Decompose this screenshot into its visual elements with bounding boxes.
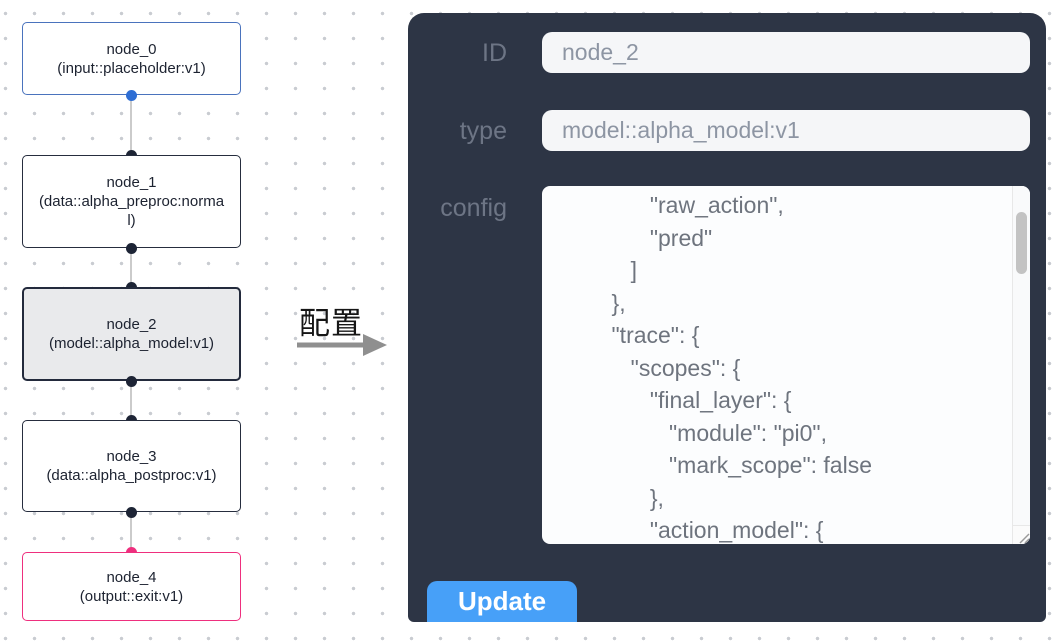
flow-node-model-selected[interactable]: node_2 (model::alpha_model:v1) xyxy=(22,287,241,381)
port-node1-out[interactable] xyxy=(125,242,137,254)
id-field-label: ID xyxy=(482,39,507,67)
edge-node1-node2 xyxy=(130,248,132,287)
node-title: node_4 xyxy=(106,568,157,586)
node-subtitle: (data::alpha_preproc:normal) xyxy=(38,193,225,229)
node-title: node_1 xyxy=(106,174,157,191)
update-button[interactable]: Update xyxy=(427,581,577,622)
resize-grip-icon xyxy=(1019,533,1030,544)
edge-node2-node3 xyxy=(130,381,132,420)
type-field-label: type xyxy=(459,117,507,145)
config-textarea[interactable]: "raw_action", "pred" ] }, "trace": { "sc… xyxy=(542,186,1030,544)
configure-label: 配置 xyxy=(299,306,363,341)
right-arrow-icon xyxy=(297,334,387,356)
config-scrollbar-thumb[interactable] xyxy=(1016,212,1027,274)
node-subtitle: (model::alpha_model:v1) xyxy=(48,335,215,352)
node-title: node_3 xyxy=(106,448,157,465)
port-node2-out[interactable] xyxy=(125,375,137,387)
edge-node3-node4 xyxy=(130,512,132,552)
node-subtitle: (output::exit:v1) xyxy=(79,587,184,605)
type-input[interactable] xyxy=(542,110,1030,151)
port-node0-out[interactable] xyxy=(125,89,137,101)
flow-node-preproc[interactable]: node_1 (data::alpha_preproc:normal) xyxy=(22,155,241,248)
node-title: node_0 xyxy=(106,40,157,58)
flow-node-output[interactable]: node_4 (output::exit:v1) xyxy=(22,552,241,621)
flow-node-postproc[interactable]: node_3 (data::alpha_postproc:v1) xyxy=(22,420,241,512)
config-scrollbar-track[interactable] xyxy=(1012,186,1030,526)
node-title: node_2 xyxy=(106,316,157,333)
flow-node-input[interactable]: node_0 (input::placeholder:v1) xyxy=(22,22,241,95)
node-subtitle: (data::alpha_postproc:v1) xyxy=(46,467,217,484)
edge-node0-node1 xyxy=(130,95,132,155)
textarea-resize-handle[interactable] xyxy=(1012,525,1030,544)
node-config-panel: ID type config "raw_action", "pred" ] },… xyxy=(408,13,1046,622)
config-json-text: "raw_action", "pred" ] }, "trace": { "sc… xyxy=(611,192,873,543)
port-node3-out[interactable] xyxy=(125,506,137,518)
node-subtitle: (input::placeholder:v1) xyxy=(57,59,206,77)
id-input[interactable] xyxy=(542,32,1030,73)
config-field-label: config xyxy=(440,194,507,222)
